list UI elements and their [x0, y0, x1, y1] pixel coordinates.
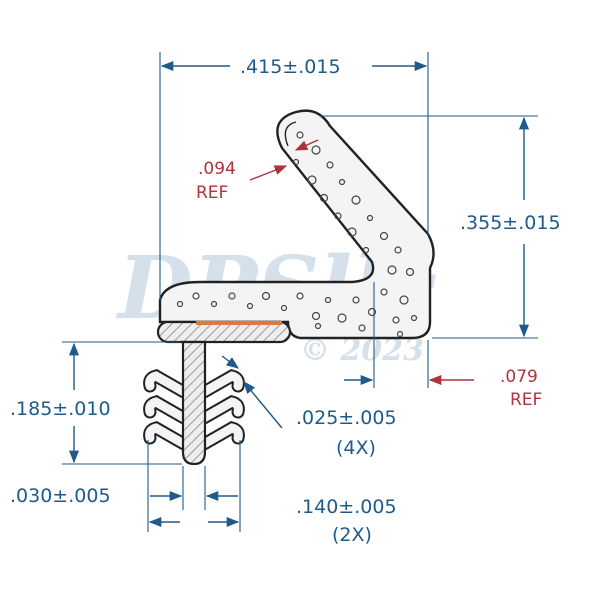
foam-pore: [394, 246, 402, 254]
foam-pore: [362, 246, 370, 254]
fin-thickness-arrow-2: [243, 381, 263, 405]
fin-right-upper: [199, 371, 243, 397]
foam-pore: [210, 300, 218, 308]
foam-pore: [410, 314, 418, 322]
gap-note: REF: [510, 390, 542, 410]
wall-arrow: [249, 165, 288, 181]
foam-pore: [307, 175, 317, 185]
foam-pore: [319, 193, 329, 203]
foam-pore: [296, 131, 304, 139]
foam-pore: [396, 330, 404, 338]
foam-pore: [399, 295, 409, 305]
foam-pore: [367, 307, 377, 317]
gap-label: .079: [500, 367, 538, 387]
height-label: .355±.015: [460, 212, 561, 234]
foam-pore: [311, 145, 321, 155]
fin-thickness-label: .025±.005: [296, 407, 397, 429]
fir-tree-stem: [143, 340, 245, 466]
dimension-lines: [62, 52, 538, 532]
foam-pore: [387, 265, 397, 275]
fin-left-upper: [145, 371, 189, 397]
foam-pore: [280, 304, 288, 312]
foam-pore: [296, 292, 304, 300]
foam-pore: [311, 311, 321, 321]
foam-bulb: [158, 109, 435, 340]
foam-pore: [358, 324, 366, 332]
foam-pore: [392, 316, 400, 324]
foam-pore: [379, 231, 389, 241]
fin-span-label: .140±.005: [296, 496, 397, 518]
foam-pore: [366, 214, 374, 222]
foam-pore: [246, 302, 254, 310]
fin-height-label: .185±.010: [10, 398, 111, 420]
stem-core: [181, 340, 207, 466]
fin-right-lower: [199, 423, 243, 449]
stem-width-label: .030±.005: [10, 485, 111, 507]
fin-left-middle: [145, 397, 189, 423]
fin-thickness-count: (4X): [336, 437, 376, 459]
bulb-wall-label: .094: [198, 159, 236, 179]
overall-width-label: .415±.015: [240, 56, 341, 78]
foam-pore: [228, 292, 236, 300]
foam-pore: [351, 195, 361, 205]
foam-pore: [292, 158, 300, 166]
foam-pore: [405, 267, 415, 277]
foam-pore: [347, 227, 357, 237]
foam-pore: [261, 291, 271, 301]
foam-pore: [352, 296, 360, 304]
foam-pore: [324, 296, 332, 304]
fin-left-lower: [145, 423, 189, 449]
adhesive-strip: [196, 321, 282, 325]
foam-pore: [314, 322, 322, 330]
bulb-wall-note: REF: [196, 183, 228, 203]
fin-span-count: (2X): [332, 524, 372, 546]
foam-pore: [337, 313, 347, 323]
foam-pore: [176, 300, 184, 308]
base-strip: [156, 320, 292, 344]
dimension-labels: .415±.015 .355±.015 .094 REF .079 REF .1…: [10, 56, 561, 546]
bulb-inner-wall: [284, 121, 297, 147]
bulb-outline: [158, 109, 435, 340]
foam-pore: [334, 212, 342, 220]
fin-right-middle: [199, 397, 243, 423]
foam-pore: [338, 178, 346, 186]
fin-thickness-arrow-1: [221, 355, 240, 369]
foam-pore: [380, 288, 388, 296]
foam-pores: [176, 131, 418, 338]
foam-pore: [192, 292, 200, 300]
foam-pore: [326, 161, 334, 169]
